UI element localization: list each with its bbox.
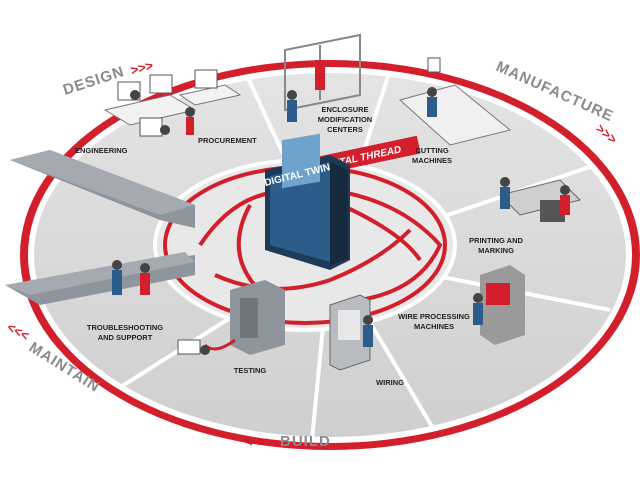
phase-build: BUILD [280,433,331,450]
procurement-desk [178,69,242,135]
label-troubleshooting-1: TROUBLESHOOTING [87,323,163,332]
phase-design: DESIGN [61,63,127,99]
label-printing-2: MARKING [478,246,514,255]
printing-machine [499,177,581,222]
phase-design-arrows: >>> [129,57,155,77]
ramp-lower-top [5,252,195,295]
label-enclosure-3: CENTERS [327,125,363,134]
engineering-desks [103,74,197,137]
phase-build-arrows: <<< [245,434,268,449]
label-cutting-2: MACHINES [412,156,452,165]
label-engineering: ENGINEERING [75,146,128,155]
label-procurement: PROCUREMENT [198,136,257,145]
label-cutting-1: CUTTING [415,146,448,155]
label-wire-2: MACHINES [414,322,454,331]
label-printing-1: PRINTING AND [469,236,523,245]
enclosure-frame [284,33,361,112]
label-troubleshooting-2: AND SUPPORT [98,333,153,342]
enclosure-worker [287,90,297,122]
label-wire-1: WIRE PROCESSING [398,312,470,321]
digital-twin-cabinet [265,133,350,270]
phase-manufacture-arrows: >>> [593,121,620,147]
wire-processing-machine [473,265,525,345]
label-enclosure-2: MODIFICATION [318,115,372,124]
label-testing: TESTING [234,366,267,375]
troubleshooting-team [112,260,150,295]
phase-maintain-arrows: <<< [5,319,33,343]
label-wiring: WIRING [376,378,404,387]
testing-cabinet [177,280,285,355]
ramp-upper-top [10,150,195,215]
wiring-station [329,294,373,371]
label-enclosure-1: ENCLOSURE [321,105,368,114]
cutting-table [398,57,512,146]
